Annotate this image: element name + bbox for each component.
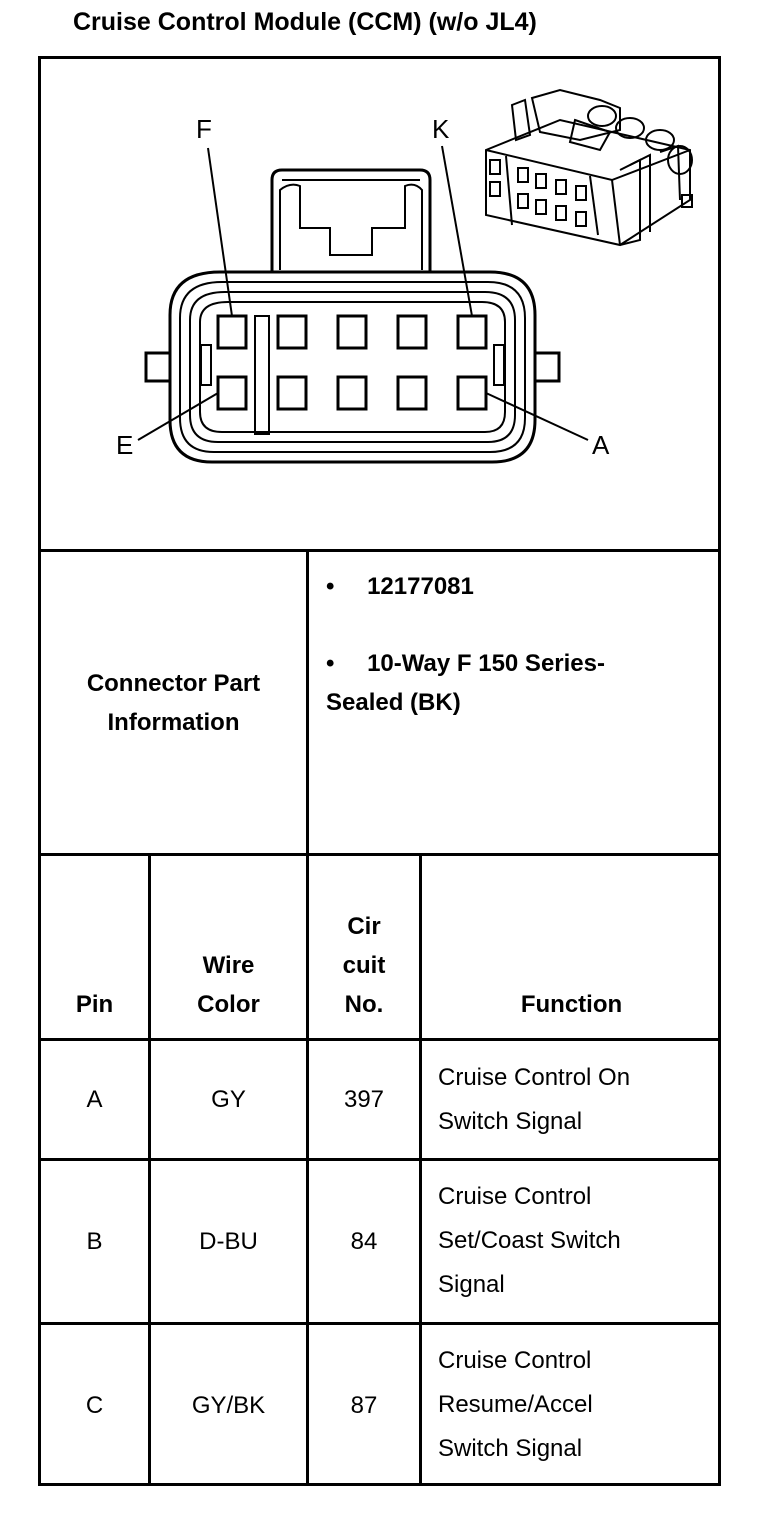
connector-description: • 10-Way F 150 Series- Sealed (BK) <box>326 644 605 722</box>
label-k: K <box>432 114 450 144</box>
pin-cavity-k <box>456 314 488 350</box>
row-a-function: Cruise Control On Switch Signal <box>438 1064 631 1135</box>
row-a-pin: A <box>86 1085 103 1113</box>
bullet-icon: • <box>326 573 335 600</box>
row-a-circuit: 397 <box>343 1085 385 1113</box>
connector-desc-line1: 10-Way F 150 Series- <box>367 650 605 677</box>
row-c-pin: C <box>85 1391 104 1419</box>
row-b-wire: D-BU <box>199 1227 258 1255</box>
pin-cavity-f <box>216 314 248 350</box>
row-c-function: Cruise Control Resume/Accel Switch Signa… <box>438 1347 593 1462</box>
header-pin: Pin <box>75 991 114 1018</box>
connector-info-label-line1: Connector Part <box>86 669 261 697</box>
header-wire-color: Wire Color <box>197 952 260 1018</box>
label-e: E <box>116 430 133 460</box>
row-b-pin: B <box>86 1227 103 1255</box>
pin-cavity-e <box>216 375 248 411</box>
connector-desc-line2: Sealed (BK) <box>326 689 461 716</box>
pin-cavity-a <box>456 375 488 411</box>
part-number-row: • 12177081 <box>326 567 474 606</box>
part-number: 12177081 <box>367 573 474 600</box>
bullet-icon: • <box>326 650 335 677</box>
connector-info-label: Connector Part Information <box>41 552 306 853</box>
row-b-circuit: 84 <box>350 1227 378 1255</box>
row-c-wire: GY/BK <box>191 1391 266 1419</box>
connector-diagram: F K E A <box>116 88 693 464</box>
page-title: Cruise Control Module (CCM) (w/o JL4) <box>73 8 537 36</box>
header-function: Function <box>520 991 623 1018</box>
row-b-function: Cruise Control Set/Coast Switch Signal <box>438 1183 621 1298</box>
connector-sheet <box>38 56 721 1486</box>
connector-info-label-line2: Information <box>107 708 240 736</box>
header-circuit-no: Cir cuit No. <box>342 913 386 1018</box>
row-a-wire: GY <box>211 1085 246 1113</box>
label-f: F <box>196 114 212 144</box>
label-a: A <box>592 430 610 460</box>
row-c-circuit: 87 <box>350 1391 378 1419</box>
